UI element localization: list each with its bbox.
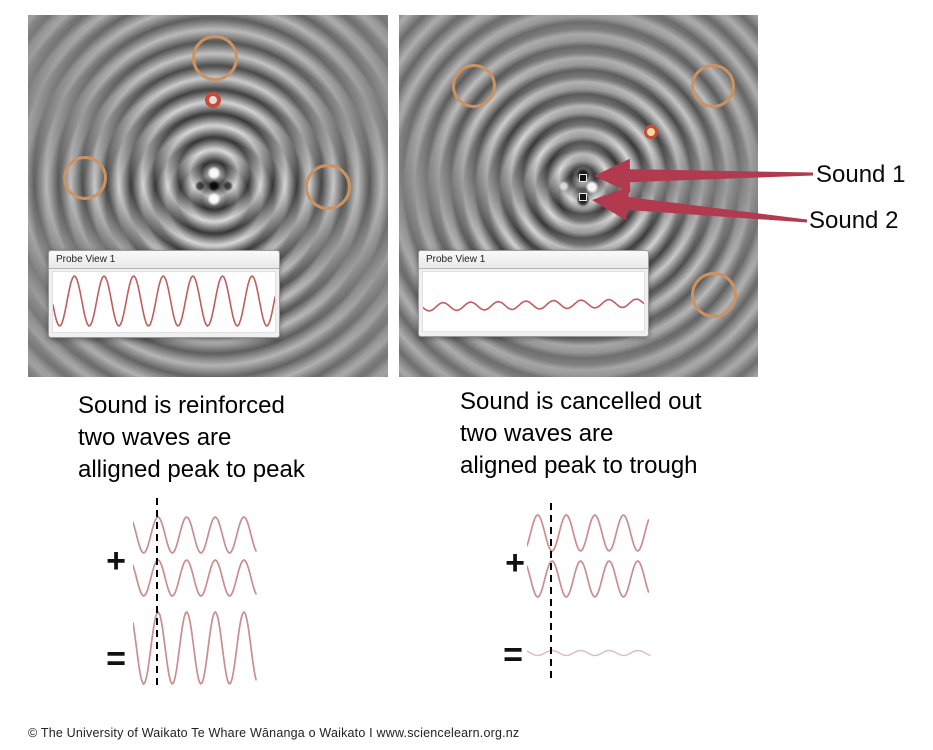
plus-operator-left: + (106, 542, 126, 580)
caption-line: aligned peak to trough (460, 452, 698, 479)
probe-view-title[interactable]: Probe View 1 (419, 251, 648, 269)
wave-a-right (527, 514, 649, 552)
caption-line: Sound is cancelled out (460, 388, 702, 415)
annotation-circle-top (192, 35, 238, 81)
sound-source-1-marker[interactable] (579, 174, 587, 182)
probe-view-window-left[interactable]: Probe View 1 (48, 250, 280, 338)
wave-b-left (133, 558, 257, 598)
annotation-circle-top-left (452, 64, 496, 108)
sound1-label: Sound 1 (816, 161, 906, 188)
copyright-text: © The University of Waikato Te Whare Wān… (28, 726, 520, 740)
wave-a-left (133, 515, 257, 555)
simulation-left-constructive[interactable]: Probe View 1 (28, 15, 388, 377)
caption-line: two waves are (78, 424, 232, 451)
probe-view-title[interactable]: Probe View 1 (49, 251, 279, 269)
wave-sum-left (133, 610, 257, 686)
equals-operator-right: = (503, 636, 523, 674)
caption-line: Sound is reinforced (78, 392, 285, 419)
probe-marker-icon[interactable] (205, 92, 221, 108)
probe-waveform-strong (53, 274, 275, 328)
probe-marker-icon[interactable] (644, 125, 658, 139)
annotation-circle-top-right (691, 64, 735, 108)
wave-sum-right (527, 649, 651, 657)
wave-b-right (527, 560, 649, 599)
phase-reference-line-left (156, 498, 158, 688)
caption-reinforced: Sound is reinforced two waves are allign… (78, 390, 305, 486)
equals-operator-left: = (106, 640, 126, 678)
simulation-right-destructive[interactable]: Probe View 1 (399, 15, 758, 377)
annotation-circle-bottom-right (691, 272, 737, 318)
probe-plot-right (422, 271, 645, 332)
probe-waveform-cancelled (423, 298, 644, 312)
probe-view-window-right[interactable]: Probe View 1 (418, 250, 649, 337)
annotation-circle-left (63, 156, 107, 200)
sound2-label: Sound 2 (809, 207, 899, 234)
plus-operator-right: + (505, 544, 525, 582)
annotation-circle-right (305, 164, 351, 210)
caption-line: alligned peak to peak (78, 456, 305, 483)
phase-reference-line-right (550, 503, 552, 683)
caption-line: two waves are (460, 420, 614, 447)
sound-source-2-marker[interactable] (579, 193, 587, 201)
probe-plot-left (52, 271, 276, 333)
caption-cancelled: Sound is cancelled out two waves are ali… (460, 386, 702, 482)
